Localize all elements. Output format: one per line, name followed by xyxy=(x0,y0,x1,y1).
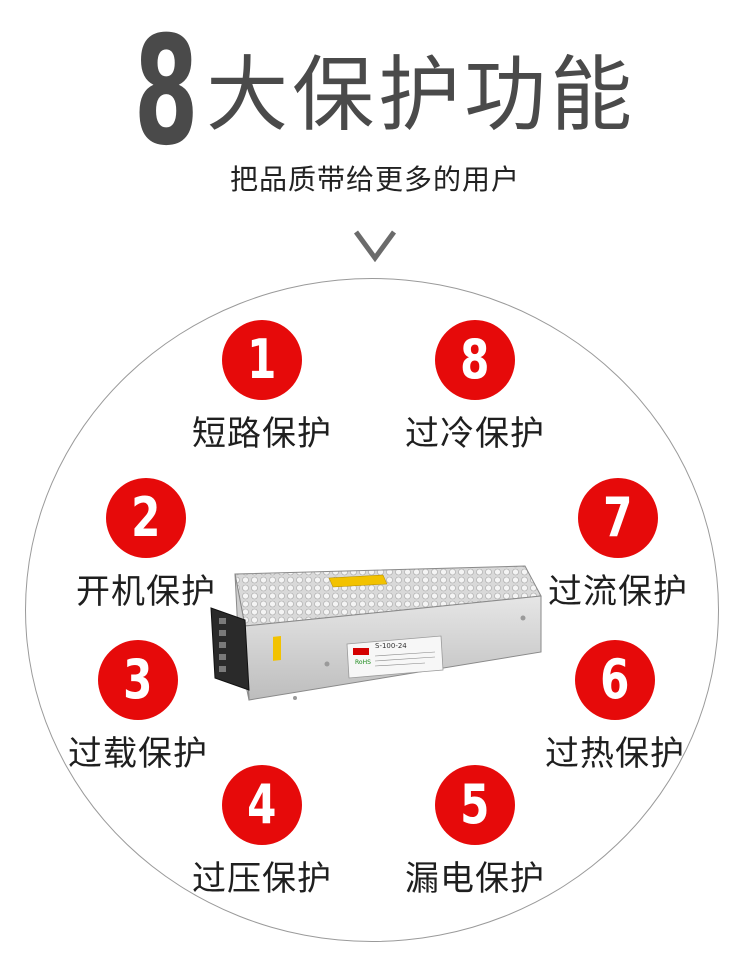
power-supply-unit-image: RoHS S-100-24 xyxy=(210,565,542,701)
number-badge: 8 xyxy=(435,320,515,400)
feature-label: 过流保护 xyxy=(548,572,688,612)
number-badge: 2 xyxy=(106,478,186,558)
page-subtitle: 把品质带给更多的用户 xyxy=(229,163,520,196)
number-badge: 5 xyxy=(435,765,515,845)
rohs-label: RoHS xyxy=(355,659,371,666)
model-label: S-100-24 xyxy=(375,642,407,650)
feature-startup: 2 开机保护 xyxy=(46,478,246,613)
features-circle xyxy=(25,278,719,942)
number-badge: 3 xyxy=(98,640,178,720)
page-title: 8 大保护功能 xyxy=(0,5,750,179)
title-number: 8 xyxy=(133,5,199,179)
feature-label: 漏电保护 xyxy=(405,859,545,899)
feature-label: 过载保护 xyxy=(68,734,208,774)
feature-leakage: 5 漏电保护 xyxy=(375,765,575,900)
feature-short-circuit: 1 短路保护 xyxy=(162,320,362,455)
feature-label: 短路保护 xyxy=(192,414,332,454)
feature-label: 过热保护 xyxy=(545,734,685,774)
number-badge: 1 xyxy=(222,320,302,400)
feature-overcool: 8 过冷保护 xyxy=(375,320,575,455)
feature-overheat: 6 过热保护 xyxy=(515,640,715,775)
number-badge: 7 xyxy=(578,478,658,558)
title-text: 大保护功能 xyxy=(206,48,637,143)
chevron-down-icon xyxy=(353,230,397,262)
feature-label: 过压保护 xyxy=(192,859,332,899)
feature-overcurrent: 7 过流保护 xyxy=(518,478,718,613)
number-badge: 4 xyxy=(222,765,302,845)
number-badge: 6 xyxy=(575,640,655,720)
feature-label: 过冷保护 xyxy=(405,414,545,454)
feature-overvoltage: 4 过压保护 xyxy=(162,765,362,900)
feature-label: 开机保护 xyxy=(76,572,216,612)
feature-overload: 3 过载保护 xyxy=(38,640,238,775)
